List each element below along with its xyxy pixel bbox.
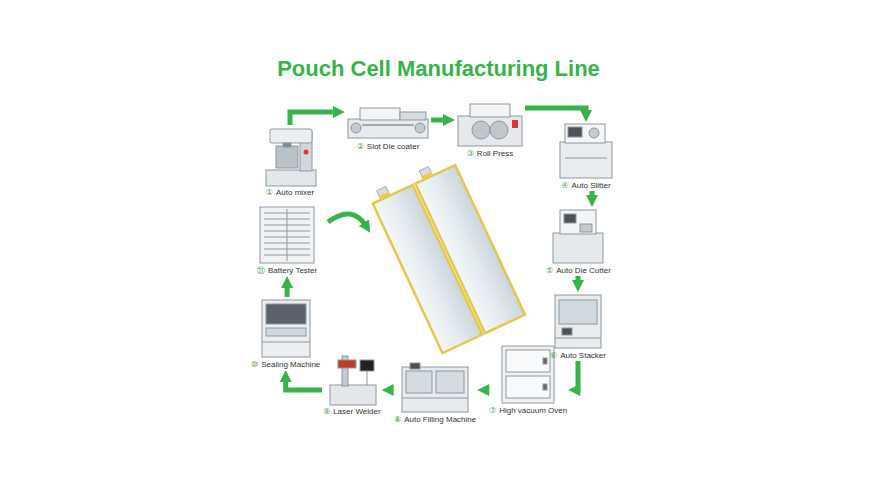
step-name: Auto Stacker: [560, 351, 606, 360]
diagram-title: Pouch Cell Manufacturing Line: [0, 56, 877, 82]
flow-arrow: [525, 108, 586, 112]
step-name: High vacuum Oven: [499, 406, 567, 415]
picture-slot: [455, 103, 525, 148]
step-label: ⑧Auto Filling Machine: [393, 414, 477, 425]
coater-picture: [348, 108, 428, 138]
picture-slot: [345, 105, 431, 141]
flow-arrow: [431, 118, 445, 123]
step-label: ⑦High vacuum Oven: [488, 405, 568, 416]
step-label: ⑥Auto Stacker: [549, 350, 607, 361]
step-label: ⑨Laser Welder: [322, 406, 382, 417]
step-label: ①Auto mixer: [265, 187, 315, 198]
step-number: ③: [467, 149, 474, 158]
picture-slot: [556, 122, 616, 180]
flow-arrow: [290, 112, 335, 125]
arrow-head: [382, 384, 394, 396]
stacker-picture: [555, 295, 601, 348]
arrow-head: [477, 384, 489, 396]
step-number: ②: [357, 142, 364, 151]
arrow-head: [572, 280, 584, 292]
picture-slot: [550, 207, 606, 265]
arrow-head: [568, 384, 580, 396]
step-number: ①: [266, 188, 273, 197]
step-label: ⑤Auto Die Cutter: [545, 265, 612, 276]
roll-press-picture: [458, 104, 522, 146]
picture-slot: [259, 297, 313, 359]
picture-slot: [500, 343, 556, 405]
step-name: Auto Filling Machine: [404, 415, 476, 424]
mixer-picture: [266, 129, 316, 186]
filling-machine-picture: [402, 363, 468, 412]
step-name: Auto Slitter: [572, 181, 611, 190]
oven-picture: [502, 346, 554, 403]
picture-slot: [324, 352, 380, 406]
step-number: ④: [561, 181, 568, 190]
step-label: ③Roll Press: [466, 148, 515, 159]
arrow-head: [580, 110, 592, 122]
machine-step: ⑦High vacuum Oven: [488, 343, 568, 416]
arrow-head: [280, 370, 292, 382]
slitter-picture: [560, 124, 612, 178]
step-label: ⑪Battery Tester: [256, 265, 318, 276]
machine-step: ⑩Sealing Machine: [250, 297, 321, 370]
arrow-head: [333, 106, 345, 118]
step-number: ⑩: [251, 360, 258, 369]
step-number: ⑦: [489, 406, 496, 415]
machine-step: ③Roll Press: [455, 103, 525, 159]
machine-step: ⑤Auto Die Cutter: [545, 207, 612, 276]
step-name: Auto mixer: [276, 188, 314, 197]
sealing-machine-picture: [262, 300, 310, 357]
step-name: Auto Die Cutter: [556, 266, 611, 275]
picture-slot: [400, 362, 470, 414]
machine-step: ⑪Battery Tester: [256, 205, 318, 276]
die-cutter-picture: [553, 210, 603, 263]
step-label: ④ Auto Slitter: [560, 180, 611, 191]
step-number: ⑨: [323, 407, 330, 416]
step-label: ⑩Sealing Machine: [250, 359, 321, 370]
step-name: Laser Welder: [333, 407, 380, 416]
pouch-cell-picture: [369, 156, 525, 353]
machine-step: ⑨Laser Welder: [322, 352, 382, 417]
step-number: ⑥: [550, 351, 557, 360]
machine-step: ⑧Auto Filling Machine: [393, 362, 477, 425]
step-number: ⑪: [257, 266, 265, 275]
machine-step: ④ Auto Slitter: [556, 122, 616, 191]
machine-step: ⑥Auto Stacker: [549, 292, 607, 361]
step-name: Slot Die coater: [367, 142, 419, 151]
picture-slot: [258, 205, 316, 265]
picture-slot: [553, 292, 603, 350]
battery-tester-picture: [260, 207, 314, 263]
step-name: Roll Press: [477, 149, 513, 158]
arrow-head: [586, 195, 598, 207]
machine-step: ①Auto mixer: [260, 125, 320, 198]
step-name: Sealing Machine: [261, 360, 320, 369]
laser-welder-picture: [330, 356, 376, 405]
to-cell-arrow: [328, 214, 366, 226]
step-label: ②Slot Die coater: [356, 141, 421, 152]
step-number: ⑧: [394, 415, 401, 424]
machine-step: ②Slot Die coater: [345, 105, 431, 152]
arrow-head: [281, 276, 293, 288]
step-name: Battery Tester: [268, 266, 317, 275]
arrow-head: [443, 114, 455, 126]
step-number: ⑤: [546, 266, 553, 275]
picture-slot: [260, 125, 320, 187]
